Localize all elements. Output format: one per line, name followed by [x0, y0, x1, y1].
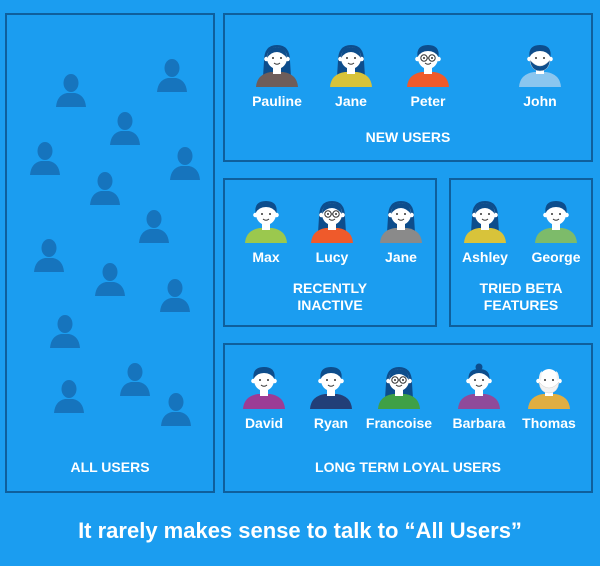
user-silhouette-icon	[138, 209, 170, 248]
user-silhouette-icon	[33, 238, 65, 277]
new-user-john: John	[500, 41, 580, 109]
user-silhouette-icon	[29, 141, 61, 180]
user-silhouette-icon	[94, 262, 126, 301]
caption: It rarely makes sense to talk to “All Us…	[78, 518, 522, 543]
user-silhouette-icon	[156, 58, 188, 97]
new-users-title: NEW USERS	[365, 129, 451, 145]
beta-user-george: George	[516, 197, 596, 265]
user-name: Max	[252, 249, 280, 265]
user-avatar-icon	[445, 197, 525, 243]
all-users-panel: ALL USERS	[5, 13, 215, 493]
user-name: Barbara	[452, 415, 506, 431]
new-users-panel: Pauline Jane Peter John NEW USERS	[223, 13, 593, 162]
user-silhouette-icon	[169, 146, 201, 185]
user-name: Ashley	[462, 249, 508, 265]
user-silhouette-icon	[49, 314, 81, 353]
user-avatar-icon	[516, 197, 596, 243]
user-silhouette-icon	[53, 379, 85, 418]
user-name: Ryan	[313, 415, 349, 431]
user-avatar-icon	[388, 41, 468, 87]
recently-inactive-title-line1: RECENTLY	[292, 280, 368, 296]
user-avatar-icon	[237, 41, 317, 87]
user-avatar-icon	[361, 197, 441, 243]
inactive-user-max: Max	[226, 197, 306, 265]
user-avatar-icon	[224, 363, 304, 409]
user-avatar-icon	[509, 363, 589, 409]
user-avatar-icon	[439, 363, 519, 409]
user-avatar-icon	[226, 197, 306, 243]
user-avatar-icon	[292, 197, 372, 243]
user-name: Jane	[335, 93, 367, 109]
loyal-user-david: David	[224, 363, 304, 431]
user-avatar-icon	[291, 363, 371, 409]
user-name: Jane	[385, 249, 417, 265]
user-name: Lucy	[315, 249, 349, 265]
user-name: John	[523, 93, 557, 109]
user-name: Pauline	[252, 93, 302, 109]
long-term-loyal-panel: David Ryan Francoise Barbara Thomas LONG TER…	[223, 343, 593, 493]
loyal-user-ryan: Ryan	[291, 363, 371, 431]
user-silhouette-icon	[159, 278, 191, 317]
user-name: Francoise	[365, 415, 433, 431]
inactive-user-lucy: Lucy	[292, 197, 372, 265]
user-avatar-icon	[500, 41, 580, 87]
recently-inactive-panel: Max Lucy Jane RECENTLY INACTIVE	[223, 178, 437, 327]
user-name: George	[531, 249, 581, 265]
tried-beta-panel: Ashley George TRIED BETA FEATURES	[449, 178, 593, 327]
tried-beta-title-line1: TRIED BETA	[479, 280, 563, 296]
user-silhouette-icon	[109, 111, 141, 150]
user-silhouette-icon	[55, 73, 87, 112]
loyal-user-barbara: Barbara	[439, 363, 519, 431]
new-user-peter: Peter	[388, 41, 468, 109]
loyal-user-francoise: Francoise	[359, 363, 439, 431]
user-silhouette-icon	[160, 392, 192, 431]
all-users-title: ALL USERS	[70, 459, 150, 475]
user-silhouette-icon	[119, 362, 151, 401]
long-term-loyal-title: LONG TERM LOYAL USERS	[315, 459, 501, 475]
user-name: Peter	[410, 93, 446, 109]
user-avatar-icon	[359, 363, 439, 409]
new-user-pauline: Pauline	[237, 41, 317, 109]
recently-inactive-title-line2: INACTIVE	[297, 297, 363, 313]
inactive-user-jane: Jane	[361, 197, 441, 265]
user-avatar-icon	[311, 41, 391, 87]
loyal-user-thomas: Thomas	[509, 363, 589, 431]
user-name: Thomas	[522, 415, 576, 431]
tried-beta-title-line2: FEATURES	[483, 297, 559, 313]
user-name: David	[244, 415, 284, 431]
beta-user-ashley: Ashley	[445, 197, 525, 265]
new-user-jane: Jane	[311, 41, 391, 109]
user-silhouette-icon	[89, 171, 121, 210]
